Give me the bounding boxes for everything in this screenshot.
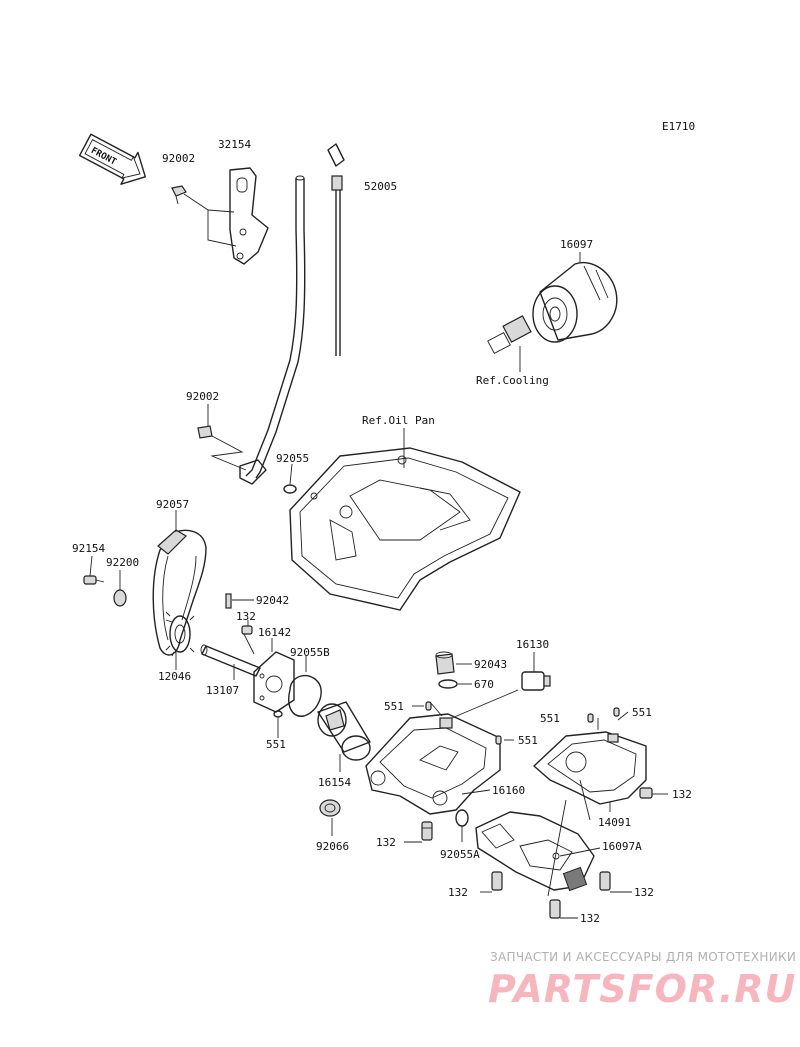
oil-gauge-pipe (239, 175, 306, 485)
label-92055B: 92055B (290, 646, 330, 659)
label-132-f: 132 (580, 912, 600, 925)
chain-92057 (152, 529, 207, 656)
label-92055: 92055 (276, 452, 309, 465)
label-670: 670 (474, 678, 494, 691)
relief-valve-16130 (521, 671, 551, 691)
pin-92042 (225, 593, 232, 609)
label-32154: 32154 (218, 138, 251, 151)
label-132-b: 132 (376, 836, 396, 849)
bolt-132-d (491, 871, 503, 891)
watermark-tagline: ЗАПЧАСТИ И АКСЕССУАРЫ ДЛЯ МОТОТЕХНИКИ (490, 950, 797, 964)
label-551-b: 551 (384, 700, 404, 713)
label-551-a: 551 (266, 738, 286, 751)
bracket-32154 (229, 167, 269, 265)
label-16142: 16142 (258, 626, 291, 639)
label-16130: 16130 (516, 638, 549, 651)
label-92066: 92066 (316, 840, 349, 853)
bolt-132-e (599, 871, 611, 891)
o-ring-551-d (587, 713, 594, 723)
o-ring-92055A (455, 809, 469, 827)
label-14091: 14091 (598, 816, 631, 829)
bolt-92002-top (171, 185, 187, 205)
label-92002-mid: 92002 (186, 390, 219, 403)
front-label: FRONT (89, 146, 118, 168)
label-ref-cooling: Ref.Cooling (476, 374, 549, 387)
label-551-e: 551 (632, 706, 652, 719)
label-551-c: 551 (518, 734, 538, 747)
label-13107: 13107 (206, 684, 239, 697)
cover-14091 (533, 731, 647, 805)
label-132-d: 132 (448, 886, 468, 899)
label-16097A: 16097A (602, 840, 642, 853)
label-16097: 16097 (560, 238, 593, 251)
oil-pan (289, 447, 521, 611)
label-92057: 92057 (156, 498, 189, 511)
rotor-16154 (317, 701, 371, 761)
pump-body-16160 (365, 713, 501, 815)
collar-92043 (435, 651, 455, 675)
label-52005: 52005 (364, 180, 397, 193)
diagram-code: E1710 (662, 120, 695, 133)
front-arrow-icon: FRONT (78, 133, 147, 185)
dipstick-52005 (327, 143, 345, 356)
o-ring-551-a (273, 710, 283, 718)
label-132-c: 132 (672, 788, 692, 801)
sprocket-12046 (165, 611, 195, 657)
oil-filter-16097 (532, 261, 618, 343)
label-92002-top: 92002 (162, 152, 195, 165)
o-ring-670 (438, 679, 458, 689)
o-ring-551-e (613, 707, 620, 717)
label-92154: 92154 (72, 542, 105, 555)
washer-92200 (113, 589, 127, 607)
label-ref-oil-pan: Ref.Oil Pan (362, 414, 435, 427)
label-16154: 16154 (318, 776, 351, 789)
bolt-92154 (83, 575, 105, 585)
label-16160: 16160 (492, 784, 525, 797)
bolt-92002-mid (197, 425, 213, 439)
bolt-132-b (421, 821, 433, 841)
callout-labels: 92002 32154 52005 16097 Ref.Cooling 9200… (72, 138, 692, 925)
gasket-92055B (288, 674, 322, 717)
bushing-92066 (319, 799, 341, 817)
label-132-e: 132 (634, 886, 654, 899)
bolt-132-f (549, 899, 561, 919)
o-ring-92055 (283, 484, 297, 494)
shaft-13107 (200, 644, 261, 677)
label-92042: 92042 (256, 594, 289, 607)
strainer-16097A (475, 811, 595, 892)
label-12046: 12046 (158, 670, 191, 683)
label-132-a: 132 (236, 610, 256, 623)
o-ring-551-c (495, 735, 502, 745)
label-92055A: 92055A (440, 848, 480, 861)
watermark-logo: PARTSFOR.RU (488, 967, 797, 1011)
label-92200: 92200 (106, 556, 139, 569)
o-ring-551-b (425, 701, 432, 711)
bolt-132-c (639, 787, 653, 799)
bolt-132-a (241, 625, 255, 655)
label-92043: 92043 (474, 658, 507, 671)
label-551-d: 551 (540, 712, 560, 725)
pump-cover-16142 (253, 651, 295, 713)
filter-stud (487, 315, 532, 355)
